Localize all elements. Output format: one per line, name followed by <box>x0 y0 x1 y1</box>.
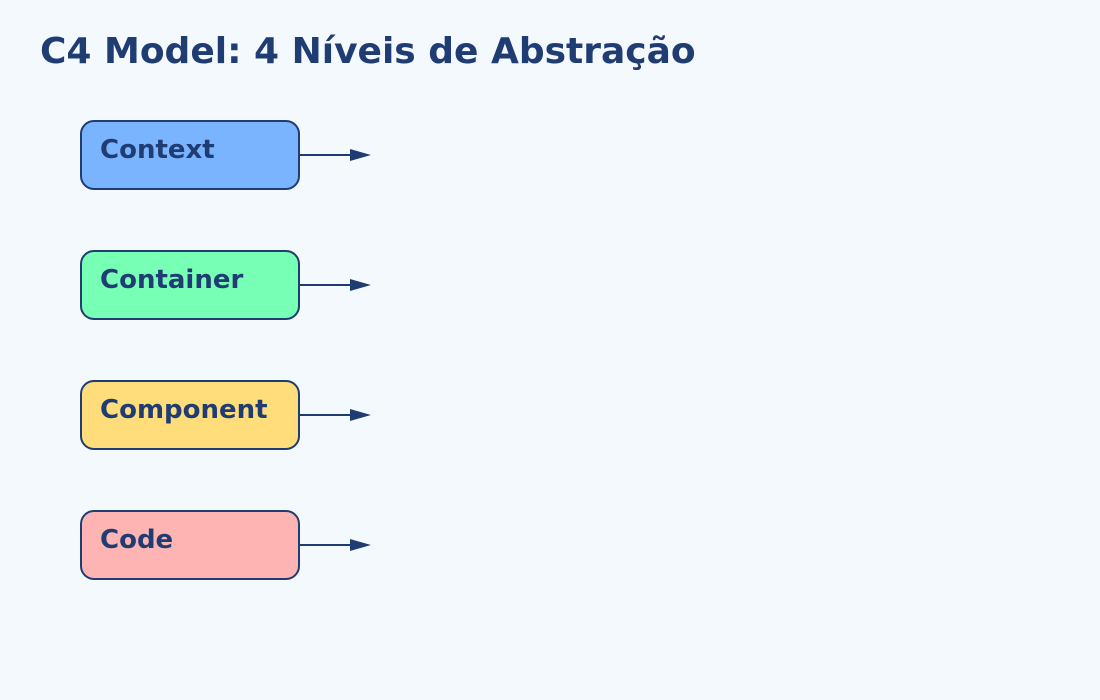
level-label-container: Container <box>100 265 244 295</box>
arrow-component <box>300 409 371 421</box>
level-label-context: Context <box>100 135 215 165</box>
page-title: C4 Model: 4 Níveis de Abstração <box>40 31 696 72</box>
arrow-container <box>300 279 371 291</box>
level-label-component: Component <box>100 395 268 425</box>
arrow-context <box>300 149 371 161</box>
level-box-code: Code <box>80 510 300 580</box>
level-box-container: Container <box>80 250 300 320</box>
arrow-code <box>300 539 371 551</box>
level-box-component: Component <box>80 380 300 450</box>
level-box-context: Context <box>80 120 300 190</box>
level-label-code: Code <box>100 525 174 555</box>
